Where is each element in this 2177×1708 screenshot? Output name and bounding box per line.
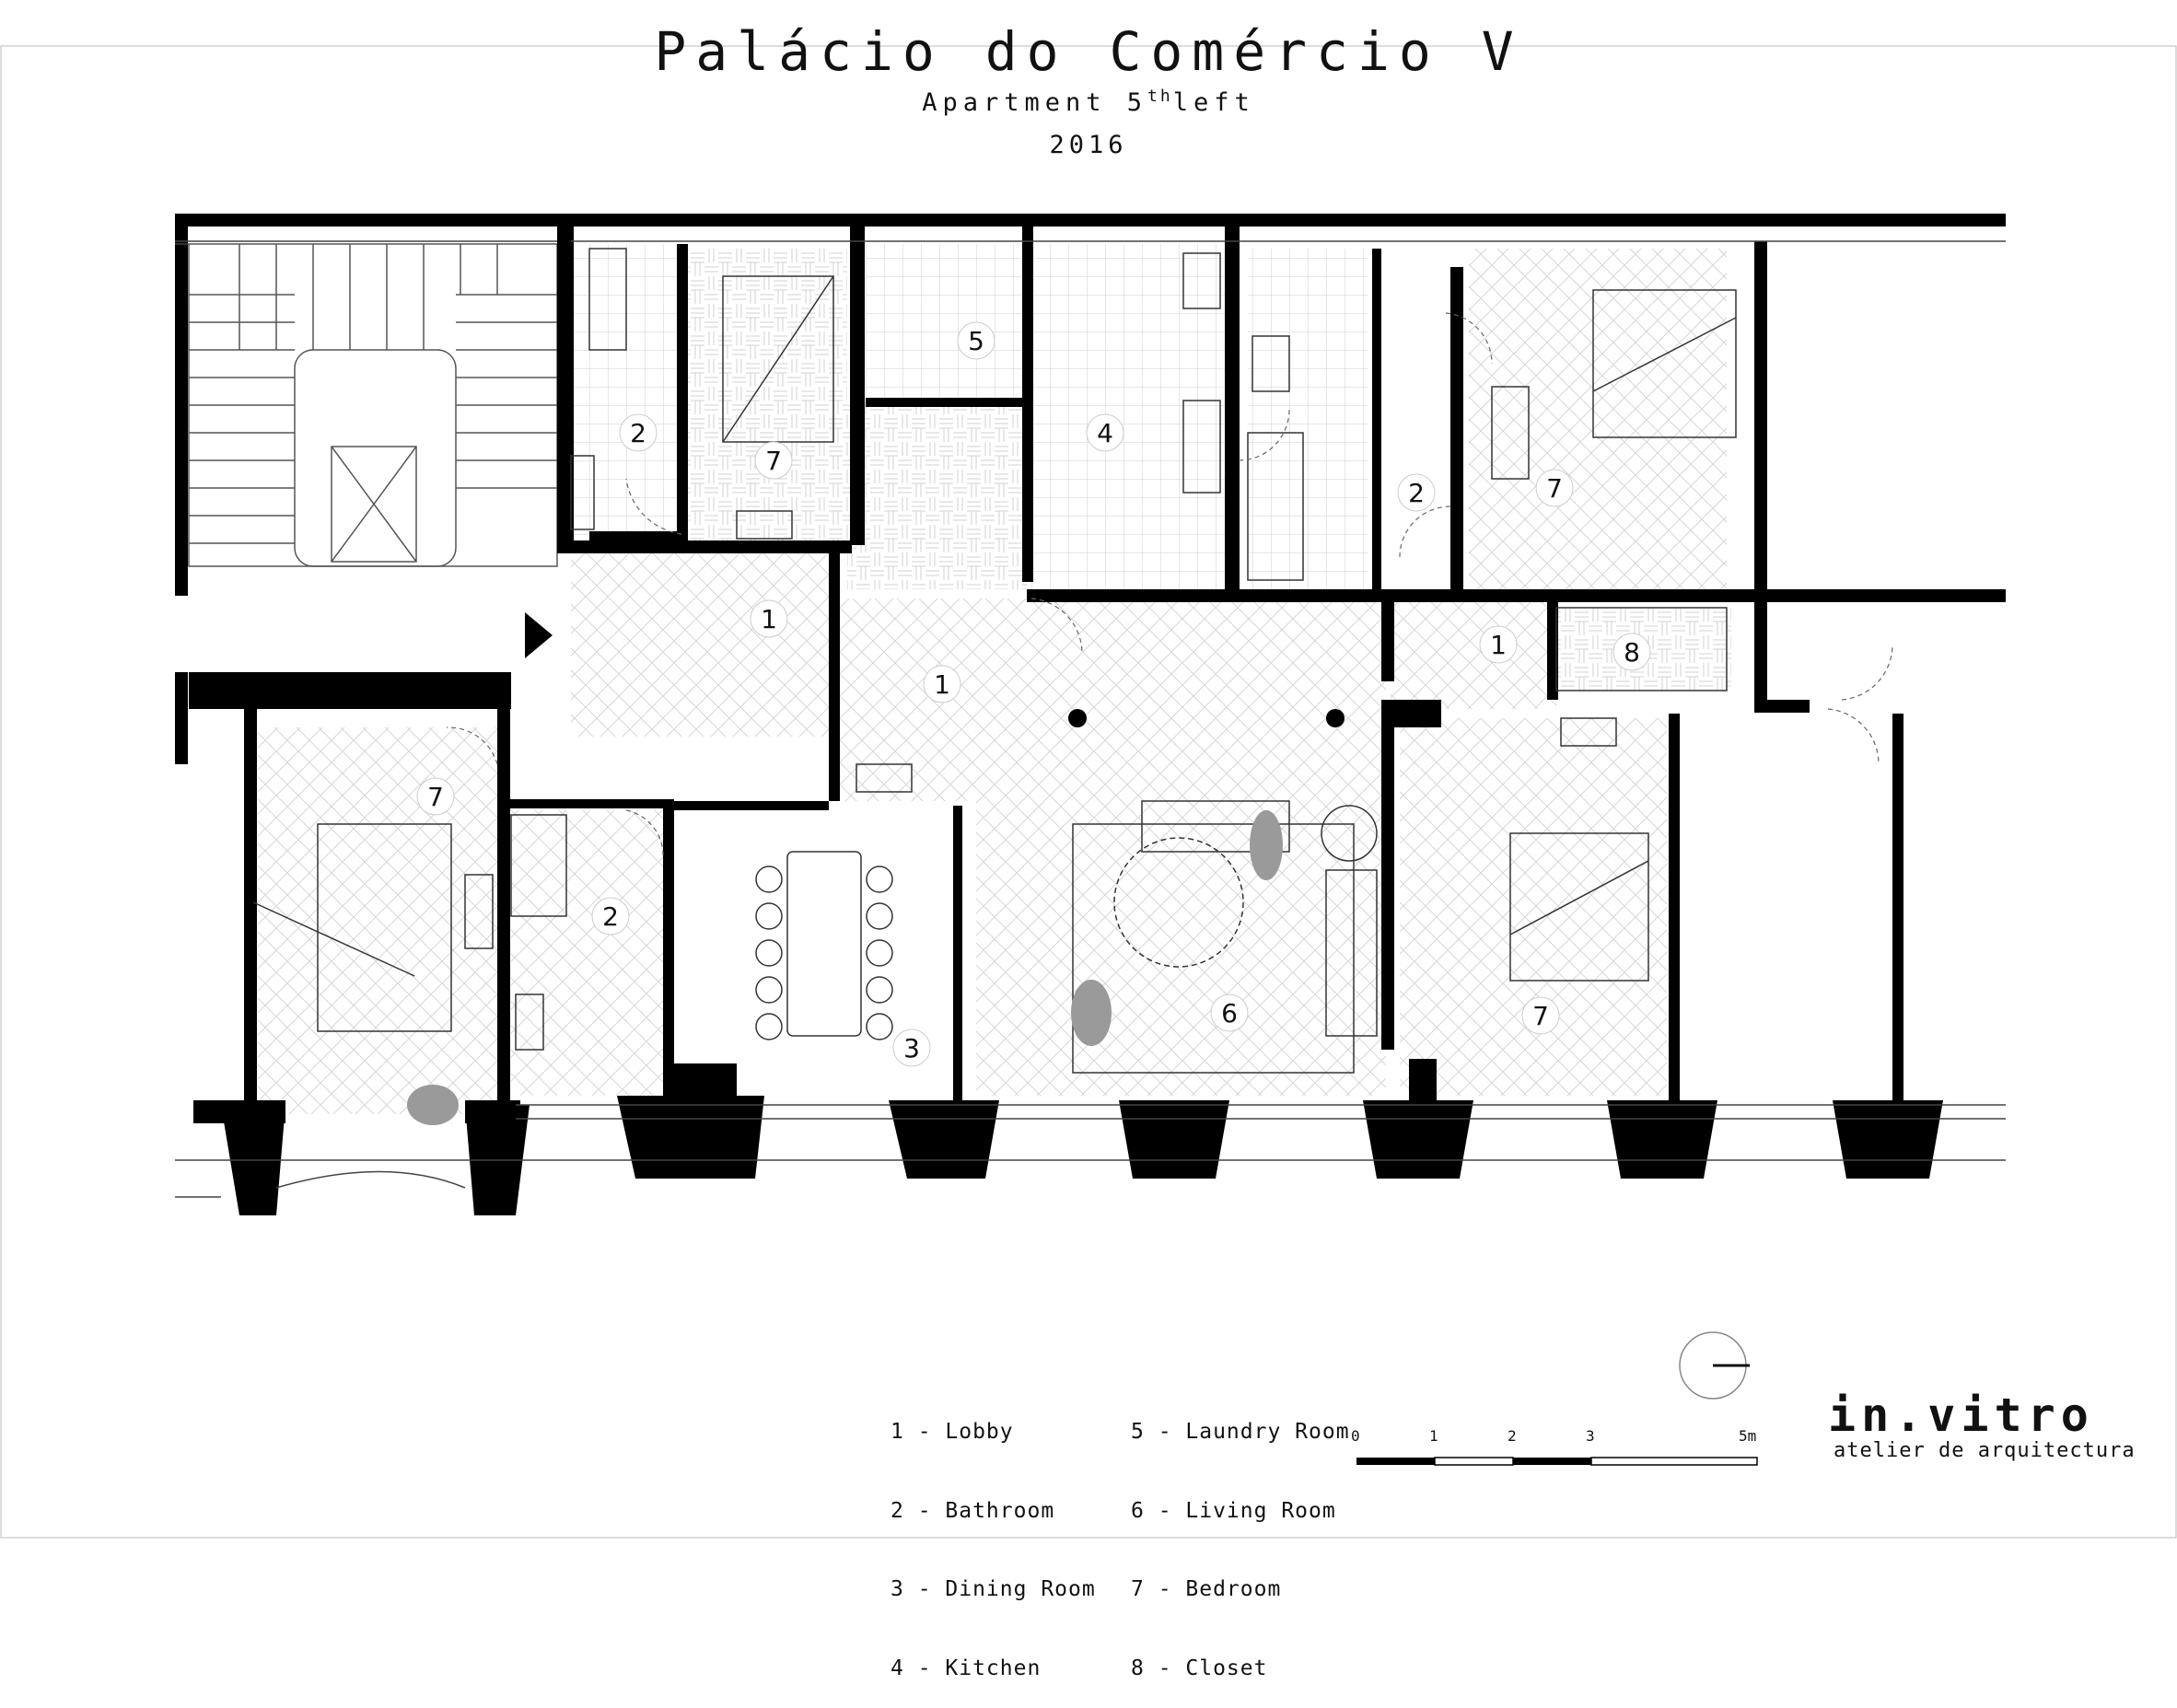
- beds: [252, 275, 1737, 1032]
- drawing-year: 2016: [1049, 131, 1128, 159]
- floor-finishes: [258, 244, 1731, 1114]
- room-number-label: 2: [1408, 478, 1425, 508]
- scale-label: 1: [1429, 1427, 1438, 1445]
- room-number-label: 7: [1546, 473, 1563, 504]
- room-number-label: 4: [1097, 418, 1113, 448]
- brand-tagline: atelier de arquitectura: [1834, 1439, 2136, 1462]
- legend-column-1: 1 - Lobby 2 - Bathroom 3 - Dining Room 4…: [891, 1366, 1096, 1708]
- legend-item: 3 - Dining Room: [891, 1577, 1096, 1601]
- room-number-marker: 7: [1521, 996, 1560, 1035]
- floor-plan-drawing: 1 1 1 2 2 2 3 4 5 6 7 7 7 7 8: [0, 45, 2177, 1539]
- room-number-label: 2: [602, 901, 619, 932]
- legend-item: 2 - Bathroom: [891, 1498, 1055, 1523]
- drawing-subtitle: Apartment 5thleft: [0, 87, 2177, 117]
- compass-icon: [1679, 1331, 1750, 1400]
- room-number-label: 7: [1532, 1001, 1549, 1031]
- legend-item: 7 - Bedroom: [1131, 1577, 1282, 1601]
- legend-item: 8 - Closet: [1131, 1656, 1268, 1680]
- room-number-label: 8: [1624, 637, 1640, 668]
- room-number-label: 1: [761, 604, 777, 634]
- room-number-label: 6: [1221, 998, 1238, 1028]
- room-number-marker: 2: [1397, 473, 1436, 512]
- legend-item: 4 - Kitchen: [891, 1656, 1042, 1680]
- scale-label: 5m: [1739, 1427, 1757, 1445]
- brand-logo-text: in.vitro: [1828, 1388, 2094, 1442]
- subtitle-ordinal: th: [1147, 87, 1173, 106]
- scale-label: 2: [1508, 1427, 1517, 1445]
- room-number-label: 7: [765, 446, 782, 476]
- room-number-marker: 3: [892, 1028, 931, 1067]
- room-number-marker: 1: [750, 599, 788, 638]
- room-number-markers: 1 1 1 2 2 2 3 4 5 6 7 7 7 7 8: [416, 321, 1651, 1067]
- furniture: [464, 248, 1728, 1074]
- room-number-label: 1: [1490, 630, 1507, 660]
- scale-label: 0: [1351, 1427, 1360, 1445]
- people-figures: [407, 810, 1283, 1125]
- legend-item: 6 - Living Room: [1131, 1498, 1336, 1523]
- scale-bar: [1356, 1457, 1758, 1466]
- room-number-marker: 7: [1535, 469, 1574, 507]
- room-number-marker: 1: [923, 665, 961, 703]
- room-number-label: 3: [903, 1033, 920, 1063]
- room-number-label: 7: [427, 782, 444, 812]
- scale-label: 3: [1586, 1427, 1595, 1445]
- drawing-title: Palácio do Comércio V: [654, 20, 1523, 83]
- room-number-marker: 7: [754, 441, 793, 480]
- subtitle-main: Apartment 5: [922, 88, 1148, 117]
- legend-column-2: 5 - Laundry Room 6 - Living Room 7 - Bed…: [1131, 1366, 1350, 1708]
- legend-item: 5 - Laundry Room: [1131, 1420, 1350, 1444]
- page-border: [0, 45, 2177, 1539]
- legend-item: 1 - Lobby: [891, 1420, 1014, 1444]
- room-number-marker: 2: [619, 413, 658, 452]
- room-number-label: 5: [968, 326, 984, 356]
- facade-lines: [175, 240, 2006, 1198]
- room-number-marker: 5: [957, 321, 995, 360]
- room-number-label: 1: [934, 669, 950, 700]
- room-number-label: 2: [630, 418, 646, 448]
- room-number-marker: 4: [1086, 413, 1124, 452]
- stair-core: [188, 243, 558, 567]
- room-number-marker: 7: [416, 777, 455, 816]
- door-swings: [446, 312, 1893, 857]
- room-number-marker: 6: [1210, 993, 1249, 1032]
- room-number-marker: 2: [591, 897, 630, 935]
- walls: [175, 214, 2006, 1215]
- subtitle-end: left: [1172, 88, 1255, 117]
- room-number-marker: 8: [1612, 633, 1651, 671]
- room-number-marker: 1: [1479, 625, 1518, 664]
